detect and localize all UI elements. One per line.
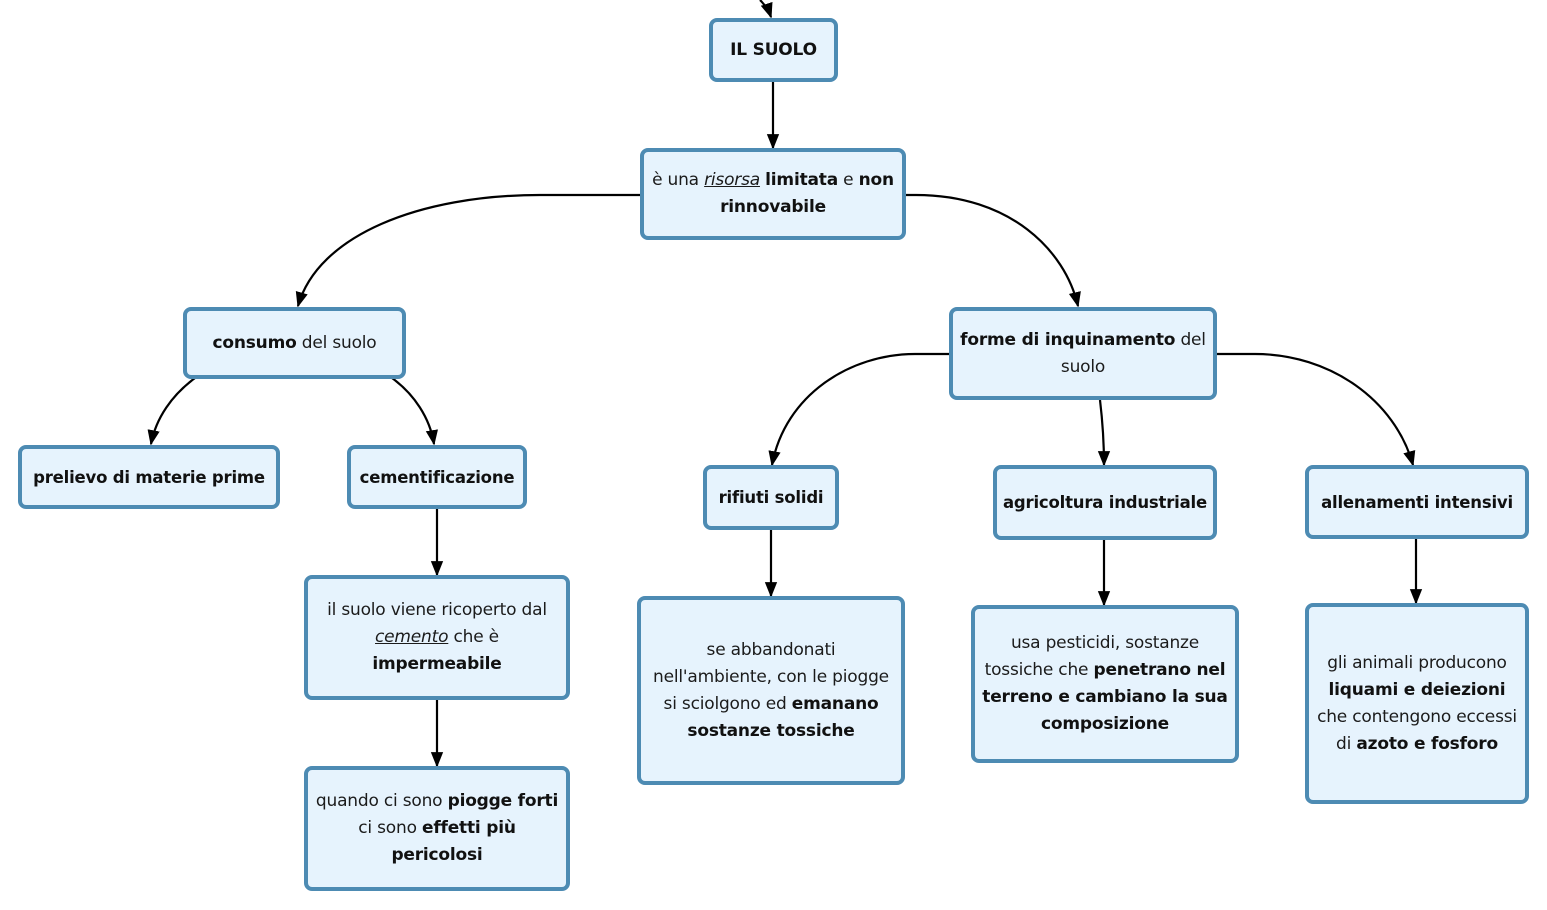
node-text-segment: allenamenti intensivi (1321, 492, 1513, 512)
edge-incoming-root (759, 0, 773, 19)
node-prelievo-materie-prime: prelievo di materie prime (18, 445, 280, 509)
node-text: consumo del suolo (212, 330, 376, 357)
node-text: se abbandonati nell'ambiente, con le pio… (645, 637, 897, 745)
node-forme-di-inquinamento: forme di inquinamento del suolo (949, 307, 1217, 400)
node-text-segment: impermeabile (372, 654, 502, 674)
node-text-segment: consumo (212, 332, 297, 353)
node-text-segment: risorsa (704, 170, 760, 190)
node-text-segment: del suolo (296, 332, 377, 353)
node-text: forme di inquinamento del suolo (957, 327, 1209, 381)
node-consumo-del-suolo: consumo del suolo (183, 307, 406, 379)
node-text: il suolo viene ricoperto dal cemento che… (312, 597, 562, 678)
node-rifiuti-solidi: rifiuti solidi (703, 465, 839, 530)
node-text: quando ci sono piogge forti ci sono effe… (312, 788, 562, 869)
edge-forme-agricoltura (1097, 399, 1111, 467)
node-text-segment: cemento (375, 627, 449, 647)
node-text-segment: effetti più pericolosi (391, 818, 516, 865)
node-text-segment: il suolo viene ricoperto dal (327, 600, 547, 620)
edge-forme-allenamenti (1217, 352, 1416, 467)
node-text-segment: gli animali producono (1327, 652, 1507, 673)
node-text: usa pesticidi, sostanze tossiche che pen… (979, 630, 1231, 738)
node-text-segment: limitata (765, 170, 838, 190)
node-text-segment: che contengono eccessi di (1317, 706, 1517, 754)
node-allenamenti-intensivi: allenamenti intensivi (1305, 465, 1529, 539)
node-text-segment: se abbandonati nell'ambiente, con le pio… (653, 639, 889, 714)
node-text-segment: forme di inquinamento (960, 329, 1176, 350)
node-cementificazione: cementificazione (347, 445, 527, 509)
node-text-segment: emanano sostanze tossiche (687, 693, 879, 741)
node-il-suolo: IL SUOLO (709, 18, 838, 82)
node-text-segment: penetrano nel terreno e cambiano la sua … (982, 660, 1228, 734)
edge-consumo-cement (391, 377, 438, 446)
node-text-segment: agricoltura industriale (1002, 493, 1207, 512)
node-text: cementificazione (360, 464, 515, 491)
node-text-segment: del suolo (1060, 329, 1206, 377)
edge-def-forme (906, 193, 1081, 308)
node-text-segment: quando ci sono (315, 791, 448, 811)
node-suolo-ricoperto: il suolo viene ricoperto dal cemento che… (304, 575, 570, 700)
node-text-segment: è una (652, 170, 705, 190)
node-text-segment: azoto e fosforo (1356, 733, 1498, 754)
node-text-segment: rifiuti solidi (718, 488, 824, 507)
node-text: IL SUOLO (730, 37, 817, 64)
node-text: rifiuti solidi (719, 484, 824, 511)
node-text: agricoltura industriale (1003, 489, 1207, 516)
node-text: prelievo di materie prime (33, 464, 265, 491)
node-risorsa-limitata: è una risorsa limitata e non rinnovabile (640, 148, 906, 240)
node-text: allenamenti intensivi (1321, 489, 1513, 516)
node-rifiuti-effetto: se abbandonati nell'ambiente, con le pio… (637, 596, 905, 785)
node-text-segment: piogge forti (447, 791, 559, 811)
node-text: gli animali producono liquami e deiezion… (1313, 650, 1521, 758)
edge-forme-rifiuti (768, 352, 949, 467)
node-text-segment: IL SUOLO (730, 39, 817, 60)
node-text-segment: liquami e deiezioni (1328, 679, 1506, 700)
node-piogge-forti: quando ci sono piogge forti ci sono effe… (304, 766, 570, 891)
node-text: è una risorsa limitata e non rinnovabile (648, 167, 898, 221)
node-text-segment: che è (448, 627, 500, 647)
edge-def-consumo (295, 193, 640, 308)
node-text-segment: non rinnovabile (720, 170, 894, 217)
node-agricoltura-effetto: usa pesticidi, sostanze tossiche che pen… (971, 605, 1239, 763)
node-text-segment: e (837, 170, 859, 190)
node-text-segment: cementificazione (359, 467, 515, 487)
node-text-segment: ci sono (358, 818, 422, 838)
node-allenamenti-effetto: gli animali producono liquami e deiezion… (1305, 603, 1529, 804)
node-agricoltura-industriale: agricoltura industriale (993, 465, 1217, 540)
node-text-segment: usa pesticidi, sostanze tossiche che (984, 633, 1200, 680)
node-text-segment: prelievo di materie prime (33, 467, 265, 487)
edge-consumo-prelievo (147, 377, 196, 446)
